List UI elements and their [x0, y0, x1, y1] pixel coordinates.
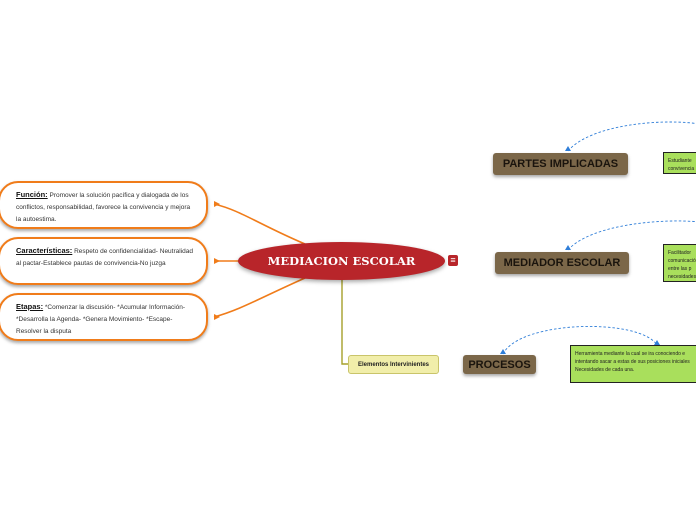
node-etapas-key: Etapas: — [16, 302, 44, 311]
link-mediador — [567, 220, 696, 251]
node-etapas-text: *Comenzar la discusión- *Acumular Inform… — [16, 304, 186, 335]
note-procesos-text: Herramienta mediante la cual se ira cono… — [575, 351, 690, 373]
topic-partes-implicadas-label: PARTES IMPLICADAS — [502, 158, 619, 170]
central-topic[interactable]: MEDIACION ESCOLAR — [238, 242, 445, 280]
topic-elementos-label: Elementos Intervinientes — [357, 361, 430, 368]
central-topic-title: MEDIACION ESCOLAR — [267, 254, 416, 268]
link-etapas — [213, 277, 306, 318]
link-elementos — [341, 280, 348, 365]
note-mediador-text: Facilitador comunicación entre las p nec… — [668, 250, 696, 280]
topic-mediador-escolar-label: MEDIADOR ESCOLAR — [503, 257, 621, 269]
node-funcion-key: Función: — [16, 190, 48, 199]
note-mediador[interactable]: Facilitador comunicación entre las p nec… — [663, 244, 696, 282]
link-partes — [567, 121, 696, 152]
node-funcion-text: Promover la solución pacífica y dialogad… — [16, 192, 191, 223]
link-funcion — [213, 203, 306, 245]
note-procesos[interactable]: Herramienta mediante la cual se ira cono… — [570, 345, 696, 383]
topic-procesos-label: PROCESOS — [468, 358, 531, 371]
menu-icon[interactable]: ≡ — [448, 255, 458, 266]
link-procesos — [502, 326, 658, 355]
note-partes-text: Estudiante convivencia — [668, 158, 695, 172]
topic-partes-implicadas[interactable]: PARTES IMPLICADAS — [493, 153, 628, 175]
topic-procesos[interactable]: PROCESOS — [463, 355, 536, 374]
node-funcion[interactable]: Función: Promover la solución pacífica y… — [0, 181, 208, 229]
topic-mediador-escolar[interactable]: MEDIADOR ESCOLAR — [495, 252, 629, 274]
node-caracteristicas-key: Características: — [16, 246, 73, 255]
node-caracteristicas-text: Respeto de confidencialidad- Neutralidad… — [16, 248, 193, 267]
node-caracteristicas[interactable]: Características: Respeto de confidencial… — [0, 237, 208, 285]
node-etapas[interactable]: Etapas: *Comenzar la discusión- *Acumula… — [0, 293, 208, 341]
topic-elementos-intervinientes[interactable]: Elementos Intervinientes — [348, 355, 439, 374]
note-partes[interactable]: Estudiante convivencia — [663, 152, 696, 174]
